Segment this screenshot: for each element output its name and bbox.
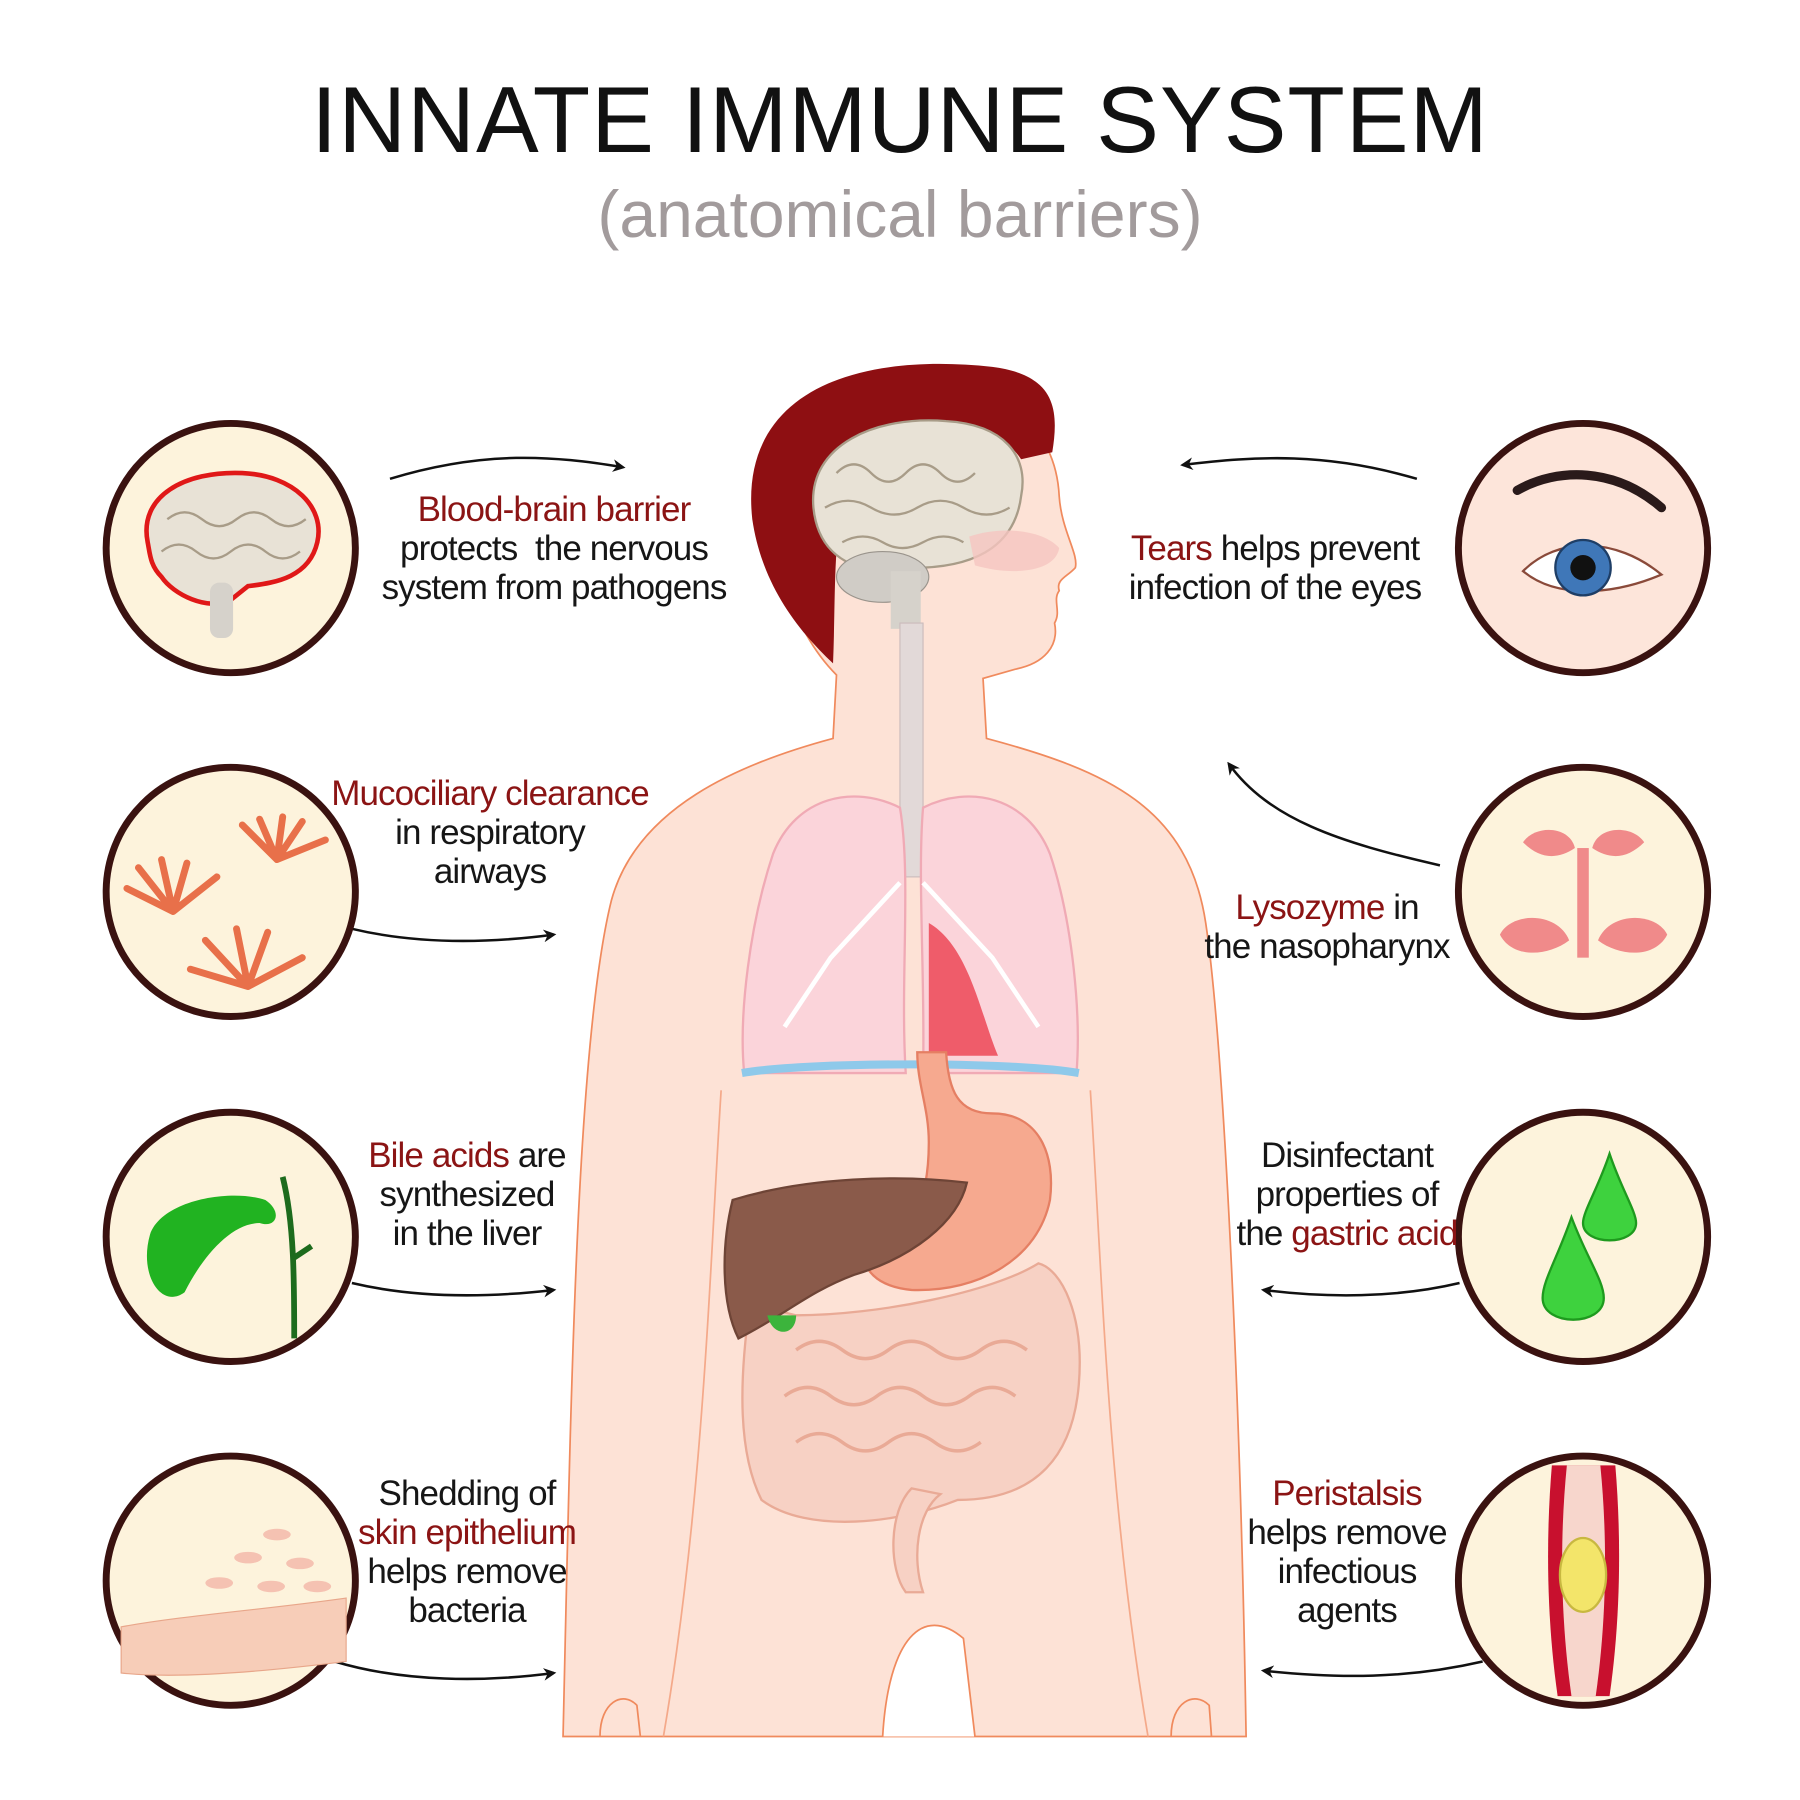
highlight-term: Mucociliary clearance	[331, 774, 650, 813]
nasopharynx-icon	[1499, 829, 1668, 958]
page-subtitle: (anatomical barriers)	[597, 177, 1203, 251]
circle-acid	[1454, 1108, 1712, 1365]
gastric-acid-label: Disinfectant properties of the gastric a…	[1137, 1136, 1557, 1253]
intestines	[741, 1262, 1081, 1594]
arrows	[334, 456, 1483, 1681]
label-line: airways	[433, 852, 547, 891]
label-text: the	[1236, 1214, 1292, 1253]
bile-acids-label: Bile acids are synthesized in the liver	[257, 1136, 677, 1253]
label-line: helps remove	[1247, 1513, 1447, 1552]
blood-brain-barrier-label: Blood-brain barrier protects the nervous…	[344, 490, 764, 607]
label-line: properties of	[1255, 1175, 1440, 1214]
liver-gallbladder	[767, 1315, 797, 1332]
highlight-term: skin epithelium	[358, 1513, 577, 1552]
brain-icon	[144, 470, 321, 639]
label-text: are	[509, 1136, 567, 1175]
nasal-cavity	[969, 530, 1060, 572]
arrow-peri	[1260, 1660, 1483, 1679]
gallbladder-icon	[146, 1176, 314, 1339]
label-text: in	[1384, 888, 1419, 927]
highlight-term: Blood-brain barrier	[417, 490, 692, 529]
arrow-skin	[334, 1660, 557, 1681]
intestine-tube-icon	[1548, 1465, 1620, 1697]
skin-epithelium-label: Shedding of skin epithelium helps remove…	[257, 1474, 677, 1630]
tears-label: Tears helps prevent infection of the eye…	[1065, 529, 1485, 607]
trachea	[899, 622, 924, 878]
label-line: infectious	[1277, 1552, 1418, 1591]
label-line: system from pathogens	[381, 568, 728, 607]
highlight-term: gastric acid	[1291, 1214, 1458, 1253]
brain	[812, 419, 1024, 629]
lungs	[741, 795, 1079, 1075]
label-line: helps remove	[367, 1552, 567, 1591]
label-line: Shedding of	[378, 1474, 557, 1513]
label-line: synthesized	[379, 1175, 556, 1214]
label-line: the nasopharynx	[1204, 927, 1450, 966]
mucociliary-clearance-label: Mucociliary clearance in respiratory air…	[280, 774, 700, 891]
diaphragm	[741, 1060, 1080, 1078]
arrow-tears	[1180, 456, 1418, 481]
lysozyme-label: Lysozyme in the nasopharynx	[1117, 888, 1537, 966]
label-line: Disinfectant	[1260, 1136, 1434, 1175]
arrow-bile	[351, 1281, 557, 1298]
label-line: bacteria	[408, 1591, 526, 1630]
arrow-bbb	[389, 456, 626, 481]
highlight-term: Bile acids	[368, 1136, 510, 1175]
highlight-term: Peristalsis	[1272, 1474, 1422, 1513]
label-line: in respiratory	[395, 813, 586, 852]
liver	[723, 1177, 969, 1340]
label-text: helps prevent	[1211, 529, 1420, 568]
label-line: protects the nervous	[400, 529, 709, 568]
highlight-term: Lysozyme	[1235, 888, 1385, 927]
eye-icon	[1512, 470, 1667, 597]
acid-drops-icon	[1541, 1150, 1638, 1321]
peristalsis-label: Peristalsis helps remove infectious agen…	[1137, 1474, 1557, 1630]
arrow-muco	[351, 927, 557, 943]
arrow-lyso	[1227, 761, 1441, 867]
skin-icon	[120, 1528, 347, 1676]
highlight-term: Tears	[1130, 529, 1213, 568]
cilia-icon	[123, 813, 329, 990]
hair	[751, 363, 1055, 664]
page-title: INNATE IMMUNE SYSTEM	[311, 67, 1489, 172]
arrow-gastric	[1260, 1281, 1460, 1298]
label-line: in the liver	[392, 1214, 543, 1253]
label-line: infection of the eyes	[1128, 568, 1422, 607]
label-line: agents	[1297, 1591, 1398, 1630]
